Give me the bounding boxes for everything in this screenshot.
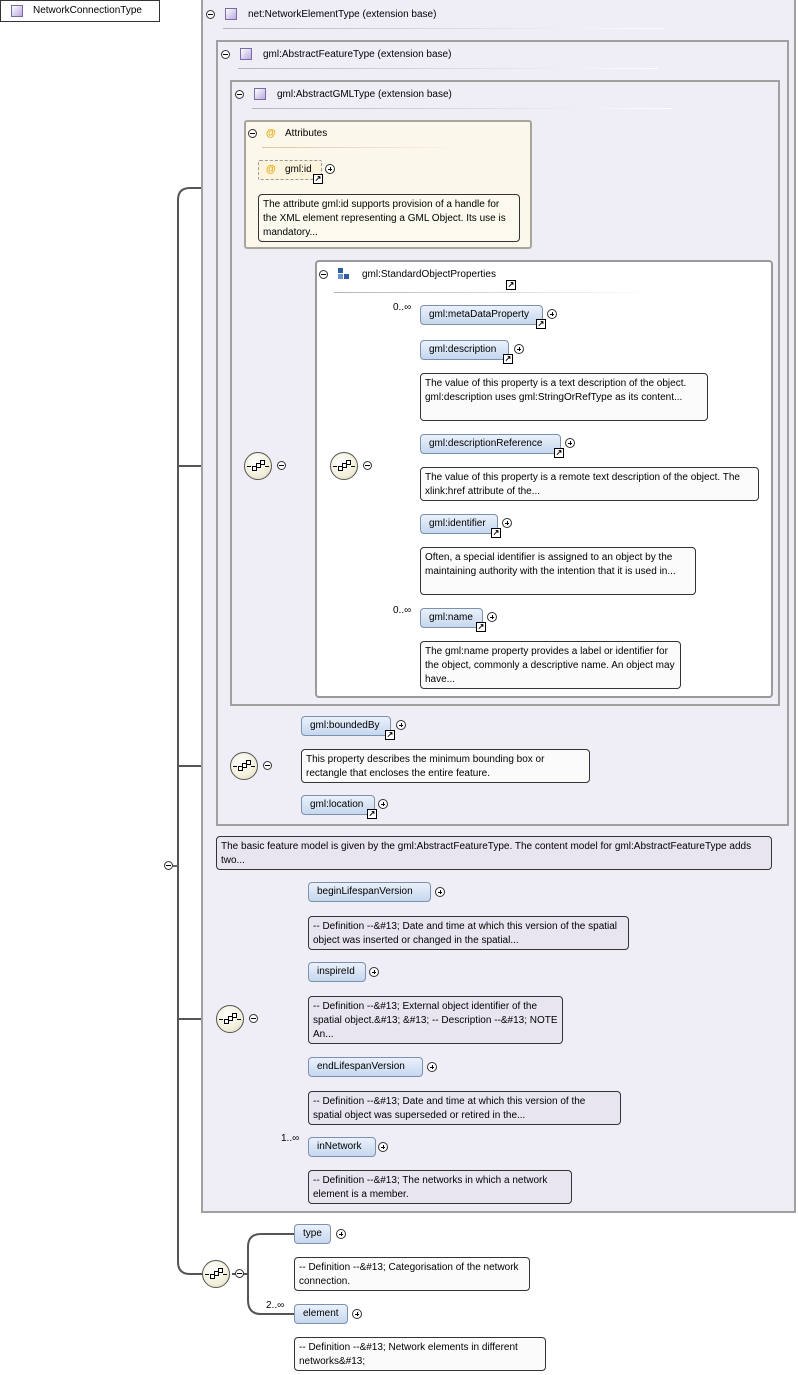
group-icon: [338, 268, 350, 280]
occurrence-label: 0..∞: [393, 302, 412, 313]
sequence-compositor-icon[interactable]: [202, 1260, 230, 1288]
sequence-collapse-icon[interactable]: [277, 461, 286, 470]
element-descriptionreference[interactable]: gml:descriptionReference: [420, 434, 561, 454]
reference-arrow-icon[interactable]: ↗: [506, 280, 516, 290]
reference-arrow-icon[interactable]: ↗: [491, 528, 501, 538]
expand-plus-icon[interactable]: [378, 799, 388, 809]
feature-extension-collapse-icon[interactable]: [221, 50, 230, 59]
root-type-box[interactable]: NetworkConnectionType: [0, 0, 160, 22]
element-location[interactable]: gml:location: [301, 795, 375, 815]
expand-plus-icon[interactable]: [325, 164, 335, 174]
type-documentation: -- Definition --&#13; Categorisation of …: [294, 1257, 530, 1291]
expand-plus-icon[interactable]: [514, 344, 524, 354]
reference-arrow-icon[interactable]: ↗: [385, 730, 395, 740]
expand-plus-icon[interactable]: [396, 720, 406, 730]
gml-id-documentation: The attribute gml:id supports provision …: [258, 194, 520, 242]
gml-extension-collapse-icon[interactable]: [235, 90, 244, 99]
attribute-at-icon: @: [266, 128, 276, 139]
divider: [223, 28, 663, 29]
sequence-compositor-icon[interactable]: [244, 452, 272, 480]
element-element[interactable]: element: [294, 1304, 348, 1324]
gml-id-attribute[interactable]: @ gml:id: [258, 160, 322, 180]
expand-plus-icon[interactable]: [565, 438, 575, 448]
gml-id-label: gml:id: [285, 164, 312, 175]
element-beginlifespanversion[interactable]: beginLifespanVersion: [308, 882, 431, 902]
feature-extension-documentation: The basic feature model is given by the …: [216, 836, 772, 870]
root-type-label: NetworkConnectionType: [33, 5, 142, 16]
element-boundedby[interactable]: gml:boundedBy: [301, 716, 391, 736]
inspireid-documentation: -- Definition --&#13; External object id…: [308, 996, 563, 1044]
element-name[interactable]: gml:name: [420, 608, 483, 628]
sequence-collapse-icon[interactable]: [263, 761, 272, 770]
expand-plus-icon[interactable]: [427, 1062, 437, 1072]
descriptionreference-documentation: The value of this property is a remote t…: [420, 467, 759, 501]
expand-plus-icon[interactable]: [435, 887, 445, 897]
element-inspireid[interactable]: inspireId: [308, 962, 366, 982]
net-extension-label: net:NetworkElementType (extension base): [248, 9, 437, 20]
reference-arrow-icon[interactable]: ↗: [367, 809, 377, 819]
expand-plus-icon[interactable]: [369, 967, 379, 977]
attribute-at-icon: @: [266, 164, 276, 175]
element-documentation: -- Definition --&#13; Network elements i…: [294, 1337, 546, 1371]
root-collapse-icon[interactable]: [164, 861, 173, 870]
divider: [252, 108, 672, 109]
standard-object-properties-label: gml:StandardObjectProperties: [362, 269, 496, 280]
occurrence-label: 2..∞: [266, 1300, 285, 1311]
complex-type-icon: [254, 88, 266, 100]
sequence-compositor-icon[interactable]: [330, 452, 358, 480]
element-endlifespanversion[interactable]: endLifespanVersion: [308, 1057, 423, 1077]
divider: [262, 147, 462, 148]
expand-plus-icon[interactable]: [352, 1309, 362, 1319]
sequence-compositor-icon[interactable]: [216, 1005, 244, 1033]
identifier-documentation: Often, a special identifier is assigned …: [420, 547, 696, 595]
expand-plus-icon[interactable]: [547, 309, 557, 319]
complex-type-icon: [11, 5, 23, 17]
net-extension-collapse-icon[interactable]: [206, 10, 215, 19]
sequence-collapse-icon[interactable]: [235, 1269, 244, 1278]
expand-plus-icon[interactable]: [378, 1142, 388, 1152]
root-connector: [173, 865, 178, 867]
name-documentation: The gml:name property provides a label o…: [420, 641, 681, 689]
occurrence-label: 0..∞: [393, 605, 412, 616]
gml-extension-label: gml:AbstractGMLType (extension base): [277, 89, 452, 100]
complex-type-icon: [240, 48, 252, 60]
attributes-label: Attributes: [285, 128, 328, 139]
sequence-collapse-icon[interactable]: [249, 1014, 258, 1023]
reference-arrow-icon[interactable]: ↗: [476, 622, 486, 632]
expand-plus-icon[interactable]: [487, 612, 497, 622]
group-collapse-icon[interactable]: [319, 270, 328, 279]
expand-plus-icon[interactable]: [502, 518, 512, 528]
element-innetwork[interactable]: inNetwork: [308, 1137, 376, 1157]
sequence-compositor-icon[interactable]: [230, 752, 258, 780]
occurrence-label: 1..∞: [281, 1133, 300, 1144]
attributes-collapse-icon[interactable]: [248, 129, 257, 138]
element-metadataproperty[interactable]: gml:metaDataProperty: [420, 305, 543, 325]
divider: [334, 292, 654, 293]
complex-type-icon: [225, 8, 237, 20]
feature-extension-label: gml:AbstractFeatureType (extension base): [263, 49, 452, 60]
divider: [238, 68, 658, 69]
endlifespanversion-documentation: -- Definition --&#13; Date and time at w…: [308, 1091, 621, 1125]
beginlifespanversion-documentation: -- Definition --&#13; Date and time at w…: [308, 916, 629, 950]
boundedby-documentation: This property describes the minimum boun…: [301, 749, 590, 783]
description-documentation: The value of this property is a text des…: [420, 373, 708, 421]
reference-arrow-icon[interactable]: ↗: [554, 448, 564, 458]
element-identifier[interactable]: gml:identifier: [420, 514, 498, 534]
expand-plus-icon[interactable]: [336, 1229, 346, 1239]
reference-arrow-icon[interactable]: ↗: [503, 354, 513, 364]
innetwork-documentation: -- Definition --&#13; The networks in wh…: [308, 1170, 572, 1204]
reference-arrow-icon[interactable]: ↗: [313, 174, 323, 184]
sequence-collapse-icon[interactable]: [363, 461, 372, 470]
element-type[interactable]: type: [294, 1224, 331, 1244]
element-description[interactable]: gml:description: [420, 340, 509, 360]
reference-arrow-icon[interactable]: ↗: [536, 319, 546, 329]
